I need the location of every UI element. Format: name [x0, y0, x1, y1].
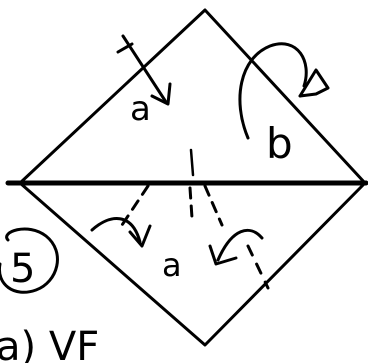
label-a-top: a [130, 89, 151, 129]
paper-outline [18, 8, 367, 347]
center-tick [189, 148, 195, 177]
valley-fold-guides [118, 184, 270, 290]
arrow-down-icon [116, 34, 172, 106]
step-number: 5 [10, 246, 35, 292]
label-a-bottom: a [162, 246, 182, 284]
curved-arrow-icon [238, 42, 330, 140]
curved-arrow-right-icon [208, 228, 264, 266]
curved-arrow-left-icon [90, 217, 152, 248]
label-b: b [266, 119, 293, 168]
step-number-badge: 5 [0, 227, 59, 294]
step-note: a) VF [0, 324, 99, 363]
